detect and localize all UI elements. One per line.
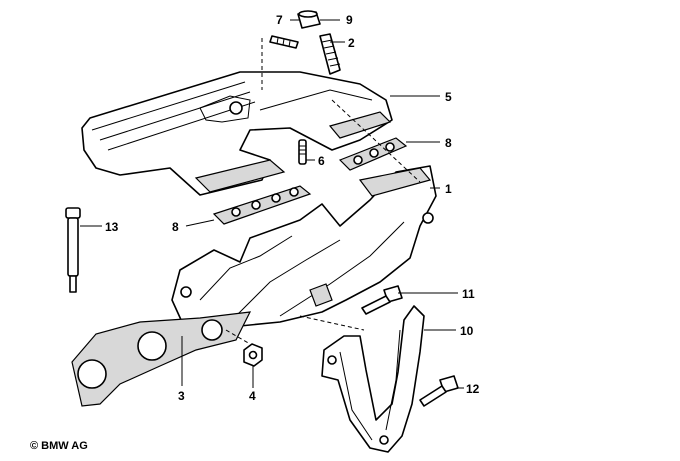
- part-1-lower-manifold: [171, 165, 437, 331]
- callout-12: 12: [466, 382, 480, 396]
- part-4-nut: [243, 343, 263, 367]
- callout-8-upper: 8: [445, 136, 452, 150]
- part-9-cap: [297, 10, 321, 29]
- part-7-stud: [269, 35, 299, 49]
- callout-11: 11: [462, 287, 475, 301]
- callout-6: 6: [318, 154, 325, 168]
- callout-7: 7: [276, 13, 283, 27]
- part-5-upper-manifold: [81, 71, 393, 196]
- part-6-stud: [298, 139, 307, 165]
- copyright-notice: © BMW AG: [30, 440, 88, 452]
- part-3-flange-gasket: [71, 311, 252, 407]
- callout-5: 5: [445, 90, 452, 104]
- callout-13: 13: [105, 220, 119, 234]
- part-13-long-stud: [65, 207, 81, 293]
- callout-labels: 7 9 2 5 8 6 1 8 13 11 10 12 3 4: [105, 13, 480, 403]
- part-11-bolt: [361, 285, 403, 315]
- callout-1: 1: [445, 182, 452, 196]
- callout-2: 2: [348, 36, 355, 50]
- callout-4: 4: [249, 389, 256, 403]
- callout-3: 3: [178, 389, 185, 403]
- callout-8-lower: 8: [172, 220, 179, 234]
- part-12-bolt: [419, 375, 459, 407]
- part-10-bracket: [321, 305, 425, 453]
- part-2-threaded-stud: [319, 33, 341, 75]
- part-8-gasket-upper: [338, 137, 408, 171]
- callout-9: 9: [346, 13, 353, 27]
- callout-10: 10: [460, 324, 474, 338]
- part-8-gasket-lower: [212, 185, 312, 225]
- leader-lines: [80, 19, 464, 389]
